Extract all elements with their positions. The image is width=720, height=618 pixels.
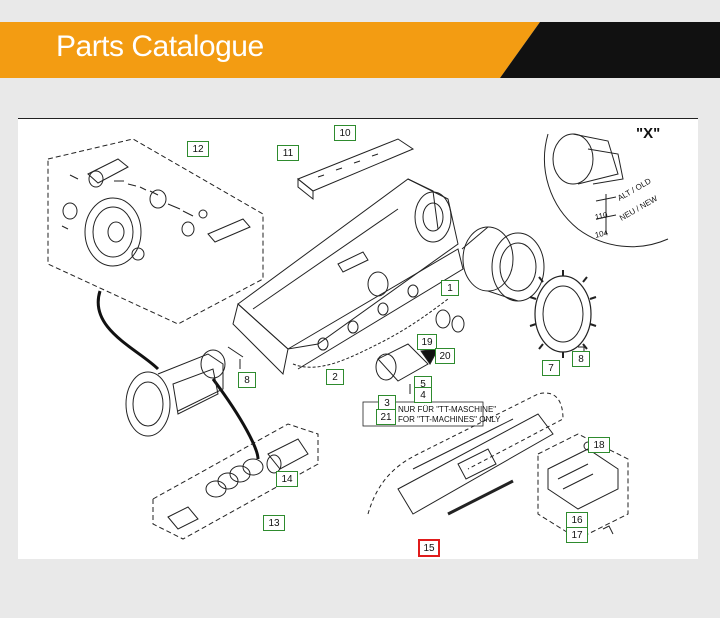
note-line-de: NUR FÜR "TT-MASCHINE" [398,405,497,414]
tt-machines-note: NUR FÜR "TT-MASCHINE" FOR "TT-MACHINES" … [398,405,500,425]
part-number-4[interactable]: 4 [414,387,432,403]
part-number-19[interactable]: 19 [417,334,437,350]
part-number-8-right[interactable]: 8 [572,351,590,367]
part-number-15-selected[interactable]: 15 [418,539,440,557]
part-number-8-left[interactable]: 8 [238,372,256,388]
part-number-20[interactable]: 20 [435,348,455,364]
part-number-21[interactable]: 21 [376,409,396,425]
part-number-16[interactable]: 16 [566,512,588,528]
note-line-en: FOR "TT-MACHINES" ONLY [398,415,501,424]
part-number-17[interactable]: 17 [566,527,588,543]
part-number-13[interactable]: 13 [263,515,285,531]
header-background [0,22,720,78]
part-number-10[interactable]: 10 [334,125,356,141]
part-number-14[interactable]: 14 [276,471,298,487]
part-number-7[interactable]: 7 [542,360,560,376]
part-number-11[interactable]: 11 [277,145,299,161]
header-banner: Parts Catalogue [0,0,720,78]
page-title: Parts Catalogue [56,30,264,63]
part-number-2[interactable]: 2 [326,369,344,385]
parts-diagram: "X" X 110 104 ALT / OLD NEU / NEW NUR FÜ… [18,118,698,559]
part-number-12[interactable]: 12 [187,141,209,157]
part-number-18[interactable]: 18 [588,437,610,453]
part-number-1[interactable]: 1 [441,280,459,296]
detail-label: "X" [636,125,661,142]
exploded-view-drawing [47,133,669,540]
